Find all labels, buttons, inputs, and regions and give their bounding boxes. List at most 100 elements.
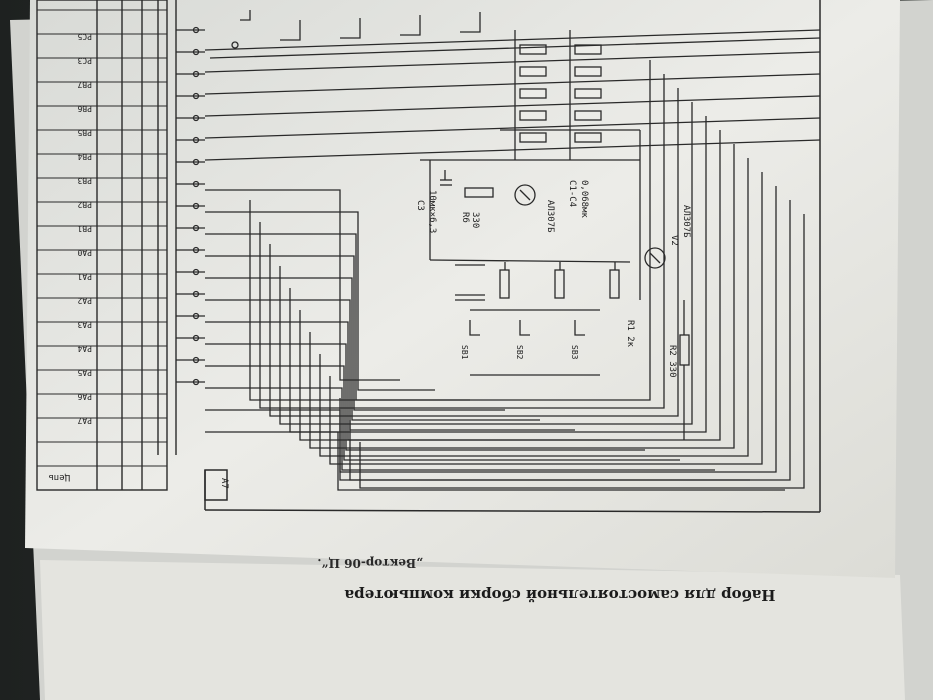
return-loops (205, 60, 805, 491)
signal-label: PA5 (77, 368, 92, 377)
loop-line (205, 277, 540, 421)
signal-line (204, 95, 821, 117)
signal-label: PB1 (77, 224, 92, 233)
signal-label: PA3 (77, 320, 92, 329)
signal-label: PA4 (77, 344, 92, 353)
label-connector: A7 (219, 478, 229, 489)
loop-line (205, 365, 680, 461)
signal-label: PB7 (77, 80, 92, 89)
switch-label: SB3 (570, 345, 579, 360)
loop-line (259, 74, 665, 409)
loop-line (299, 130, 721, 441)
document-caption: Набор для самостоятельной сборки компьют… (344, 586, 776, 604)
circuit-block (420, 129, 690, 440)
resistor (574, 132, 602, 143)
label-r6-value: 330 (470, 212, 480, 228)
loop-line (205, 299, 575, 431)
caption-fragment: „Вектор-06 Ц“. (317, 556, 423, 570)
signal-node (192, 378, 200, 386)
loop-line (349, 200, 791, 481)
signal-label: PB5 (77, 128, 92, 137)
resistor (519, 88, 547, 99)
loop-line (205, 211, 435, 391)
signal-node (192, 114, 200, 122)
signal-node (192, 92, 200, 100)
signal-node (192, 158, 200, 166)
loop-line (249, 60, 651, 401)
signal-label: PB3 (77, 176, 92, 185)
loop-line (319, 158, 749, 457)
loop-line (205, 431, 785, 491)
signal-label: PA1 (77, 272, 92, 281)
label-c3-value: 10мк×6,3 (427, 190, 437, 233)
loop-line (205, 387, 715, 471)
label-c4: C1-C4 (567, 180, 577, 207)
label-header: Цепь (48, 472, 70, 482)
signal-node (192, 224, 200, 232)
resistor (574, 110, 602, 121)
label-r1: R1 2к (625, 320, 635, 348)
resistor (519, 110, 547, 121)
signal-line (204, 117, 821, 139)
label-r2: R2 330 (667, 345, 677, 378)
resistor-bank (514, 30, 602, 160)
label-v2-type: АЛ307Б (681, 205, 691, 238)
signal-node (192, 356, 200, 364)
switch-label: SB2 (515, 345, 524, 360)
loop-line (339, 186, 777, 473)
signal-label: PB2 (77, 200, 92, 209)
resistor (519, 66, 547, 77)
loop-line (205, 189, 400, 381)
signal-node (192, 180, 200, 188)
loop-line (309, 144, 735, 449)
signal-node (192, 334, 200, 342)
signal-line (204, 139, 821, 161)
signal-line (204, 73, 821, 95)
signal-node (192, 26, 200, 34)
signal-label: PB4 (77, 152, 92, 161)
resistor (519, 132, 547, 143)
schematic-labels: C3 10мк×6,3 R6 330 АЛ307Б C1-C4 0,068мк … (48, 180, 691, 489)
loop-line (329, 172, 763, 465)
signal-labels: PA7 PA6 PA5 PA4 PA3 PA2 PA1 PA0 PB1 PB2 PB3 PB4 PB5 P… (77, 32, 92, 425)
resistor (574, 88, 602, 99)
signal-node (192, 290, 200, 298)
label-r6: R6 (460, 212, 470, 223)
resistor (519, 44, 547, 55)
loop-line (269, 88, 679, 417)
signal-node (192, 246, 200, 254)
signal-line (204, 51, 821, 73)
label-c4-value: 0,068мк (579, 180, 589, 219)
signal-table-rows (37, 9, 167, 467)
signal-node (192, 48, 200, 56)
signal-label: PC5 (77, 32, 92, 41)
switch-label: SB1 (460, 345, 469, 360)
page-lower (40, 560, 905, 700)
signal-node (192, 312, 200, 320)
signal-label: PA7 (77, 416, 92, 425)
loop-line (359, 214, 805, 489)
paper-sheet (25, 0, 900, 578)
signal-node (192, 202, 200, 210)
label-v4-type: АЛ307Б (545, 200, 555, 233)
loop-line (205, 255, 505, 411)
label-c3: C3 (415, 200, 425, 211)
resistor (574, 66, 602, 77)
switch-labels: SB1 SB2 SB3 (460, 345, 579, 360)
loop-line (279, 102, 693, 425)
signal-lines (176, 26, 821, 386)
signal-line (204, 29, 821, 51)
loop-line (205, 343, 645, 451)
signal-node (192, 136, 200, 144)
signal-label: PA0 (77, 248, 92, 257)
top-switches (209, 10, 821, 59)
frame-lines (204, 0, 821, 513)
loop-line (289, 116, 707, 433)
signal-label: PA6 (77, 392, 92, 401)
signal-node (192, 70, 200, 78)
signal-node (192, 268, 200, 276)
signal-label: PB6 (77, 104, 92, 113)
label-v2: V2 (669, 235, 679, 246)
signal-label: PA2 (77, 296, 92, 305)
